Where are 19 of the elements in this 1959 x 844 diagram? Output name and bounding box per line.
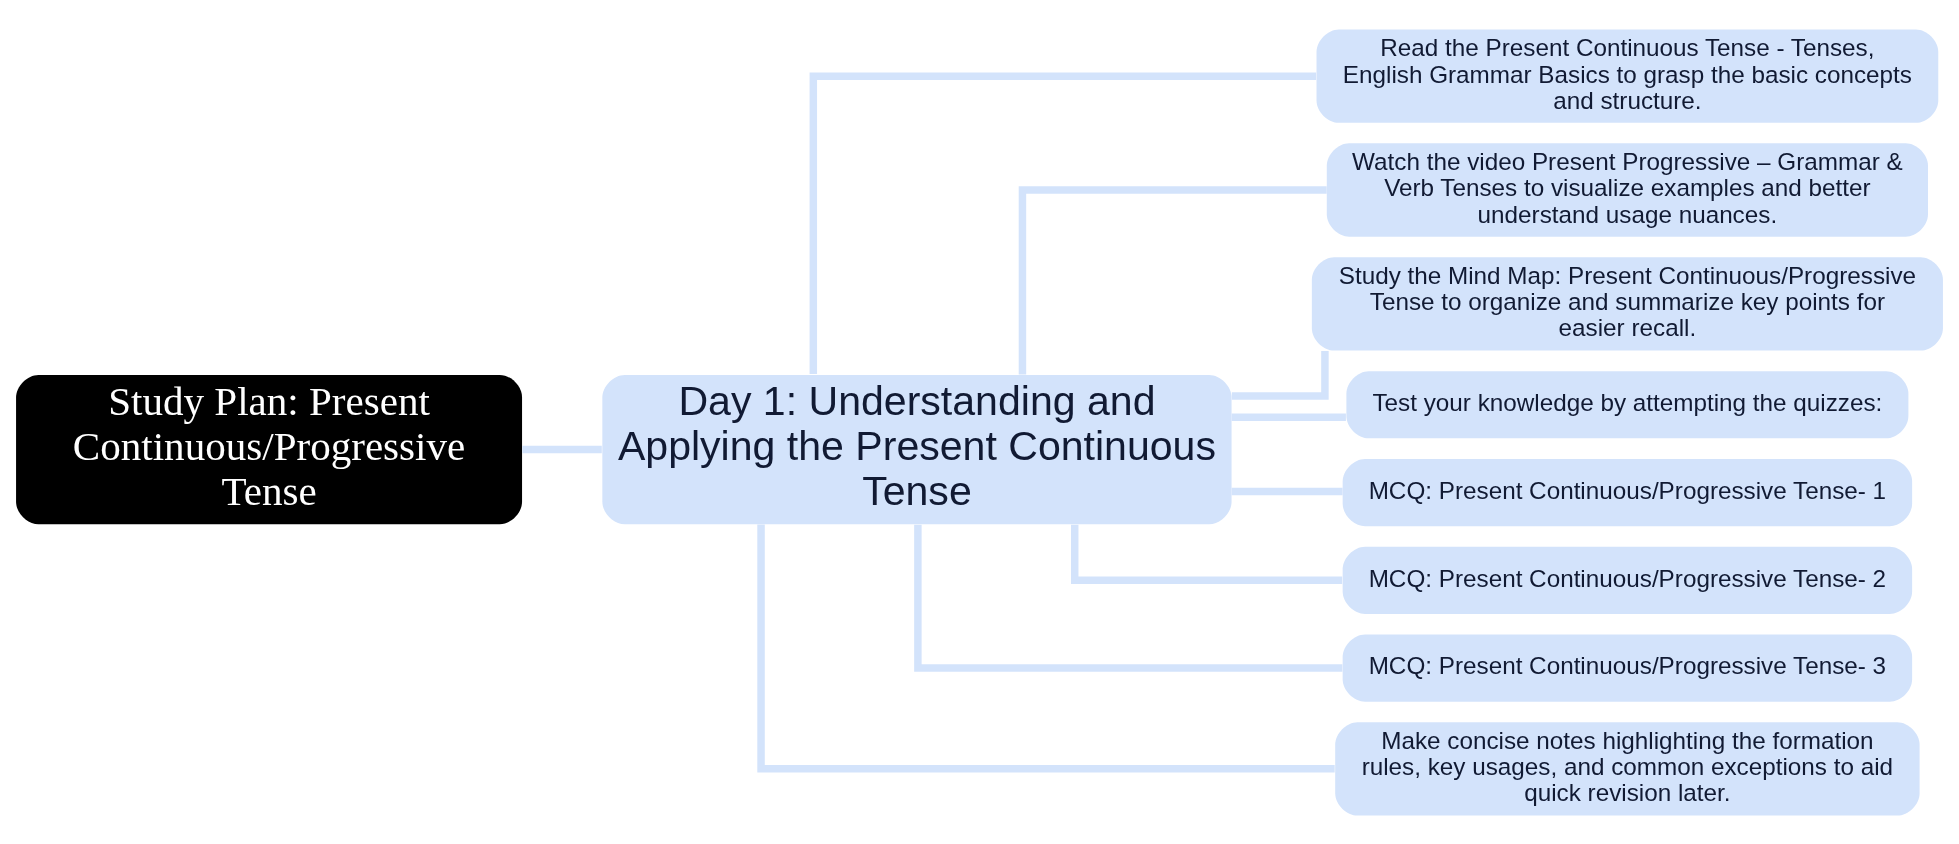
- node-box: MCQ: Present Continuous/Progressive Tense- 1: [1342, 458, 1913, 526]
- connector: [809, 71, 1317, 374]
- node-box: Make concise notes highlighting the formation rules, key usages, and common exceptions to aid quick revision later.: [1335, 721, 1920, 816]
- node-box: Test your knowledge by attempting the quizzes:: [1346, 370, 1909, 438]
- connector: [1231, 413, 1346, 421]
- node-box: Day 1: Understanding and Applying the Present Continuous Tense: [602, 374, 1232, 524]
- connector: [1018, 185, 1327, 374]
- node-box: MCQ: Present Continuous/Progressive Tense- 2: [1342, 546, 1913, 614]
- node-box: Study Plan: Present Continuous/Progressive Tense: [16, 374, 523, 524]
- node-box: Study the Mind Map: Present Continuous/Progressive Tense to organize and summarize key points for easier recall.: [1311, 256, 1943, 351]
- connector: [757, 523, 1335, 773]
- connector: [1071, 524, 1343, 584]
- connector: [522, 445, 602, 453]
- node-box: MCQ: Present Continuous/Progressive Tense- 3: [1342, 633, 1913, 702]
- node-box: Read the Present Continuous Tense - Tenses, English Grammar Basics to grasp the basic concepts and structure.: [1316, 28, 1939, 123]
- node-box: Watch the video Present Progressive – Grammar & Verb Tenses to visualize examples and better understand usage nuances.: [1326, 142, 1928, 237]
- connector: [1231, 350, 1329, 400]
- connector: [1231, 487, 1343, 495]
- connector: [914, 524, 1343, 672]
